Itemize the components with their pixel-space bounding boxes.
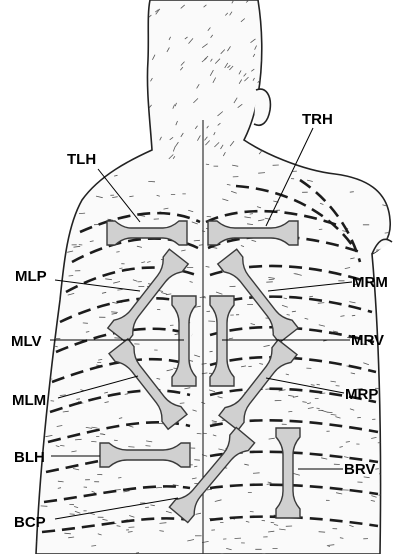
label-brv: BRV [344, 461, 375, 478]
label-bcp: BCP [14, 514, 46, 531]
label-trh: TRH [302, 111, 333, 128]
label-mrm: MRM [352, 274, 388, 291]
label-blh: BLH [14, 449, 45, 466]
label-mlm: MLM [12, 392, 46, 409]
label-mrp: MRP [345, 386, 378, 403]
label-tlh: TLH [67, 151, 96, 168]
label-mrv: MRV [351, 332, 384, 349]
label-mlv: MLV [11, 333, 42, 350]
label-mlp: MLP [15, 268, 47, 285]
